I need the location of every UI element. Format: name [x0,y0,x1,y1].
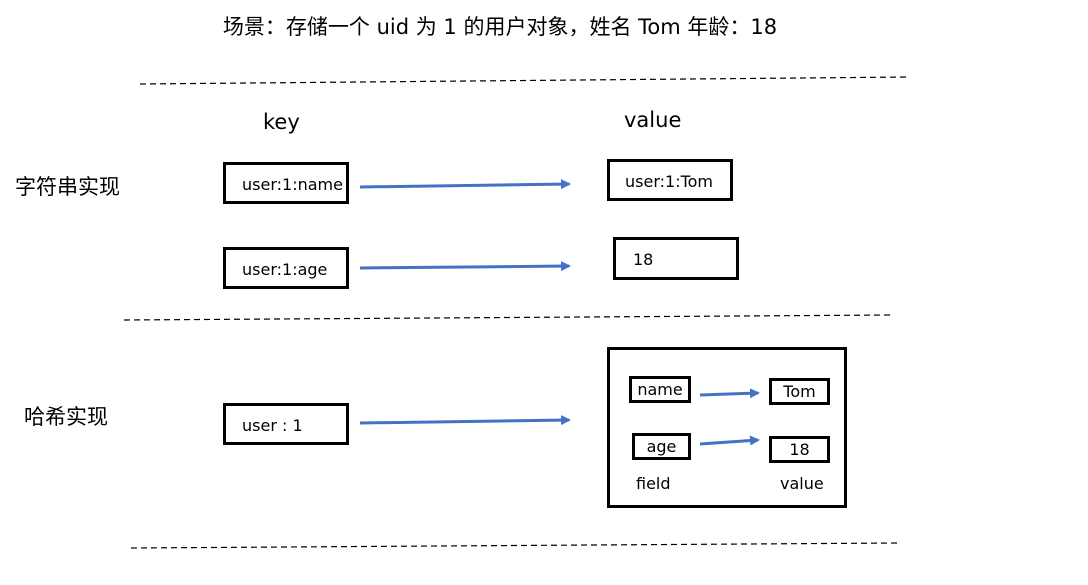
string-key-name-text: user:1:name [242,175,343,194]
hash-field-name-box: name [629,376,691,403]
diagram-title: 场景：存储一个 uid 为 1 的用户对象，姓名 Tom 年龄：18 [222,15,778,39]
hash-field-age-box: age [632,433,691,460]
string-key-age-text: user:1:age [242,260,328,279]
arrow-field-age [699,435,760,446]
arrow-hash-key [359,415,571,426]
arrow-string-name [359,179,571,190]
separator-middle [123,314,894,321]
hash-impl-label: 哈希实现 [24,405,108,429]
string-value-age-text: 18 [633,250,654,269]
string-key-box-age: user:1:age [223,247,349,289]
key-column-header: key [263,110,300,134]
arrow-string-age [359,261,571,272]
arrow-field-name [699,388,760,399]
string-key-box-name: user:1:name [223,162,349,204]
separator-bottom [130,542,901,549]
value-caption: value [780,474,824,493]
hash-value-tom-box: Tom [769,378,830,405]
string-value-name-text: user:1:Tom [625,172,714,191]
separator-top [139,76,911,85]
string-value-box-name: user:1:Tom [607,159,733,201]
field-caption: field [636,474,671,493]
hash-container-box [607,347,847,508]
hash-key-text: user : 1 [242,416,303,435]
hash-value-18-box: 18 [769,436,830,463]
string-value-box-age: 18 [613,237,739,280]
value-column-header: value [624,108,682,132]
string-impl-label: 字符串实现 [15,175,120,199]
hash-key-box: user : 1 [223,403,349,445]
